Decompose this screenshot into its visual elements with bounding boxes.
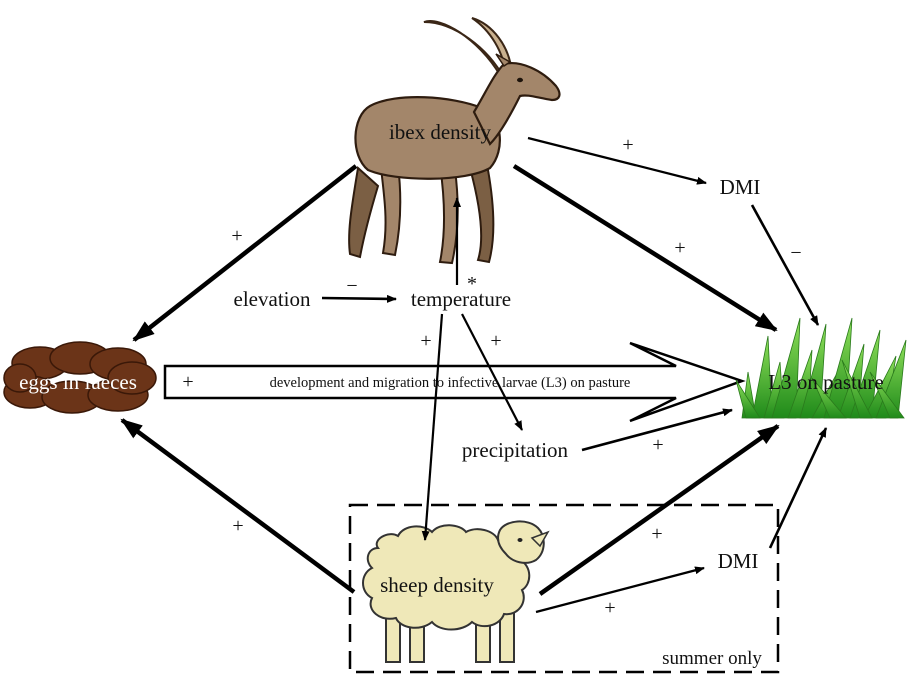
arrow-dmi-bottom-to-l3 [770,428,826,548]
node-sheep-density: sheep density [380,573,494,597]
node-dmi-bottom: DMI [718,549,759,573]
sign-temperature-to-ibex: * [467,273,477,295]
sign-ibex-to-dmi: + [622,134,633,156]
sign-elevation-to-temperature: − [346,275,357,297]
sign-sheep-to-l3: + [651,523,662,545]
arrow-dmi-to-l3 [752,205,818,325]
arrow-ibex-to-dmi [528,138,706,183]
sign-precipitation-to-l3: + [652,434,663,456]
node-elevation: elevation [234,287,311,311]
arrow-elevation-to-temperature [322,298,396,299]
sign-ibex-to-l3: + [674,237,685,259]
node-ibex-density: ibex density [389,120,492,144]
node-temperature: temperature [411,287,511,311]
arrow-sheep-to-eggs [122,420,354,592]
label-summer-only: summer only [662,648,762,669]
arrow-sheep-to-dmi [536,568,704,612]
big-arrow-sign: + [182,371,193,393]
arrow-ibex-to-eggs [134,166,356,340]
sign-ibex-to-eggs: + [231,225,242,247]
big-arrow-label: development and migration to infective l… [270,375,631,391]
grass-illustration [736,318,906,418]
node-eggs-in-faeces: eggs in faeces [19,370,137,394]
sign-sheep-to-eggs: + [232,515,243,537]
node-precipitation: precipitation [462,438,569,462]
node-dmi-top: DMI [720,175,761,199]
sign-temperature-to-sheep: + [420,330,431,352]
node-l3-on-pasture: L3 on pasture [768,370,883,394]
sign-temperature-to-precipitation: + [490,330,501,352]
sign-dmi-to-l3: − [790,242,801,264]
sign-sheep-to-dmi: + [604,597,615,619]
